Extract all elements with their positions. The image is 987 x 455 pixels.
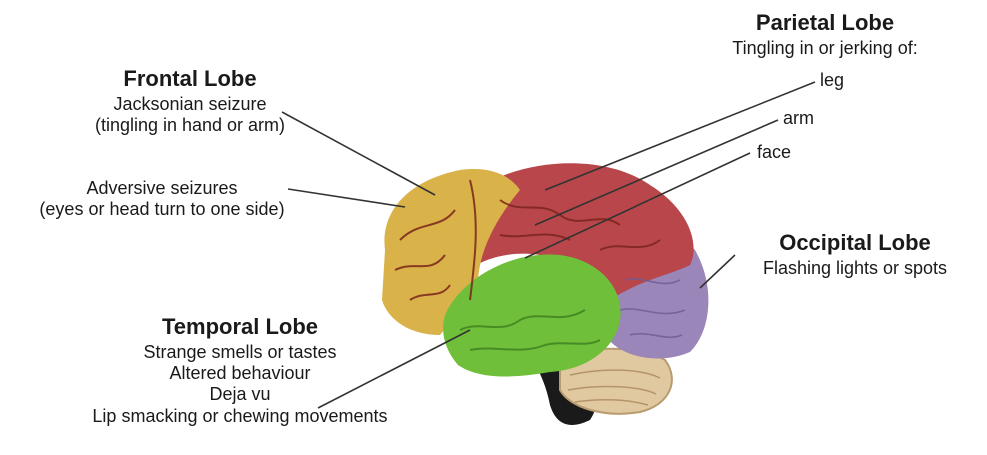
temporal-lobe-line-4: Lip smacking or chewing movements	[30, 406, 450, 427]
temporal-lobe-title: Temporal Lobe	[30, 314, 450, 340]
parietal-lobe-line-1: Tingling in or jerking of:	[690, 38, 960, 59]
parietal-lobe-label: Parietal Lobe Tingling in or jerking of:	[690, 10, 960, 59]
frontal-lobe-line-4: (eyes or head turn to one side)	[2, 199, 322, 220]
occipital-lobe-line-1: Flashing lights or spots	[730, 258, 980, 279]
occipital-lobe-label: Occipital Lobe Flashing lights or spots	[730, 230, 980, 279]
temporal-lobe-line-3: Deja vu	[30, 384, 450, 405]
temporal-lobe-line-2: Altered behaviour	[30, 363, 450, 384]
adversive-seizure-label: Adversive seizures (eyes or head turn to…	[2, 178, 322, 220]
frontal-lobe-line-1: Jacksonian seizure	[40, 94, 340, 115]
frontal-lobe-label: Frontal Lobe Jacksonian seizure (tinglin…	[40, 66, 340, 136]
face-label: face	[757, 142, 791, 163]
leader-leg	[545, 82, 815, 190]
parietal-lobe-title: Parietal Lobe	[690, 10, 960, 36]
leg-label: leg	[820, 70, 844, 91]
temporal-lobe-label: Temporal Lobe Strange smells or tastes A…	[30, 314, 450, 427]
temporal-lobe-line-1: Strange smells or tastes	[30, 342, 450, 363]
frontal-lobe-title: Frontal Lobe	[40, 66, 340, 92]
occipital-lobe-title: Occipital Lobe	[730, 230, 980, 256]
arm-label: arm	[783, 108, 814, 129]
frontal-lobe-line-2: (tingling in hand or arm)	[40, 115, 340, 136]
frontal-lobe-line-3: Adversive seizures	[2, 178, 322, 199]
